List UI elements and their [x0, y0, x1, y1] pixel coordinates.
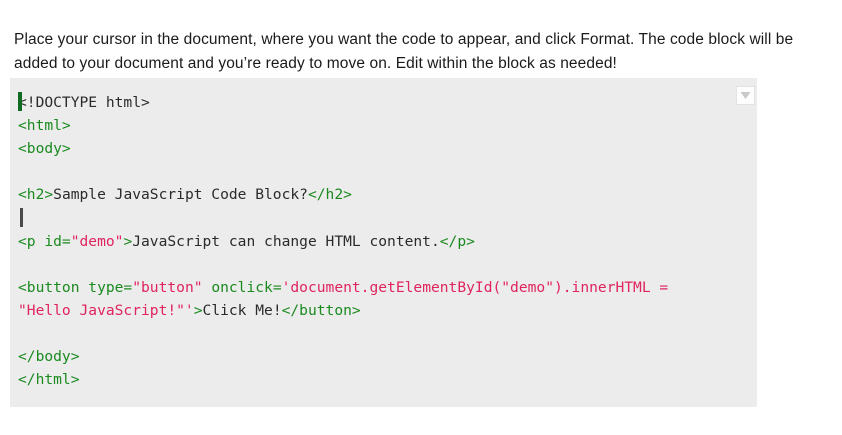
- code-line: [18, 160, 757, 183]
- chevron-down-button[interactable]: [736, 86, 755, 105]
- code-token-tag: >: [123, 232, 133, 250]
- code-token-tag: </p>: [439, 232, 475, 250]
- code-block[interactable]: <!DOCTYPE html> <html> <body> <h2>Sample J…: [10, 78, 757, 407]
- code-token-plain: JavaScript can change HTML content.: [132, 232, 440, 250]
- code-token-tag: <h2>: [18, 186, 54, 204]
- code-token-attrval: "button": [132, 278, 203, 296]
- code-line: <p id="demo">JavaScript can change HTML …: [18, 230, 757, 253]
- intro-paragraph: Place your cursor in the document, where…: [14, 30, 794, 72]
- code-token-tag: </body>: [18, 348, 80, 366]
- code-token-plain: <!DOCTYPE html>: [18, 94, 150, 111]
- code-token-tag: >: [193, 301, 203, 319]
- text-caret: [18, 92, 22, 111]
- code-line: [18, 253, 757, 276]
- code-token-tag: <button type=: [18, 278, 133, 296]
- code-token-tag: <p id=: [18, 232, 71, 250]
- code-line: [18, 322, 757, 345]
- code-line: <h2>Sample JavaScript Code Block?</h2>: [18, 183, 757, 206]
- code-token-attrval: 'document.getElementById("demo").innerHT…: [281, 278, 669, 296]
- code-token-tag: </html>: [18, 371, 80, 389]
- code-line: "Hello JavaScript!"'>Click Me!</button>: [18, 299, 757, 322]
- code-line: </body>: [18, 345, 757, 368]
- chevron-down-icon: [740, 91, 751, 100]
- code-token-attrval: "Hello JavaScript!"': [18, 301, 194, 319]
- code-token-attrval: "demo": [70, 232, 124, 250]
- code-line: <!DOCTYPE html>: [18, 91, 757, 114]
- code-content[interactable]: <!DOCTYPE html> <html> <body> <h2>Sample J…: [18, 91, 757, 391]
- code-token-plain: Click Me!: [202, 301, 282, 319]
- code-token-tag: <body>: [18, 140, 71, 158]
- code-line: [18, 206, 757, 229]
- code-token-tag: onclick=: [202, 278, 282, 296]
- code-line: <body>: [18, 137, 757, 160]
- code-line: <html>: [18, 114, 757, 137]
- text-caret: [20, 208, 23, 228]
- code-token-plain: Sample JavaScript Code Block?: [53, 186, 308, 204]
- code-token-tag: <html>: [18, 117, 71, 135]
- code-line: </html>: [18, 368, 757, 391]
- code-token-tag: </h2>: [307, 186, 352, 204]
- code-token-tag: </button>: [281, 301, 361, 319]
- code-line: <button type="button" onclick='document.…: [18, 276, 757, 299]
